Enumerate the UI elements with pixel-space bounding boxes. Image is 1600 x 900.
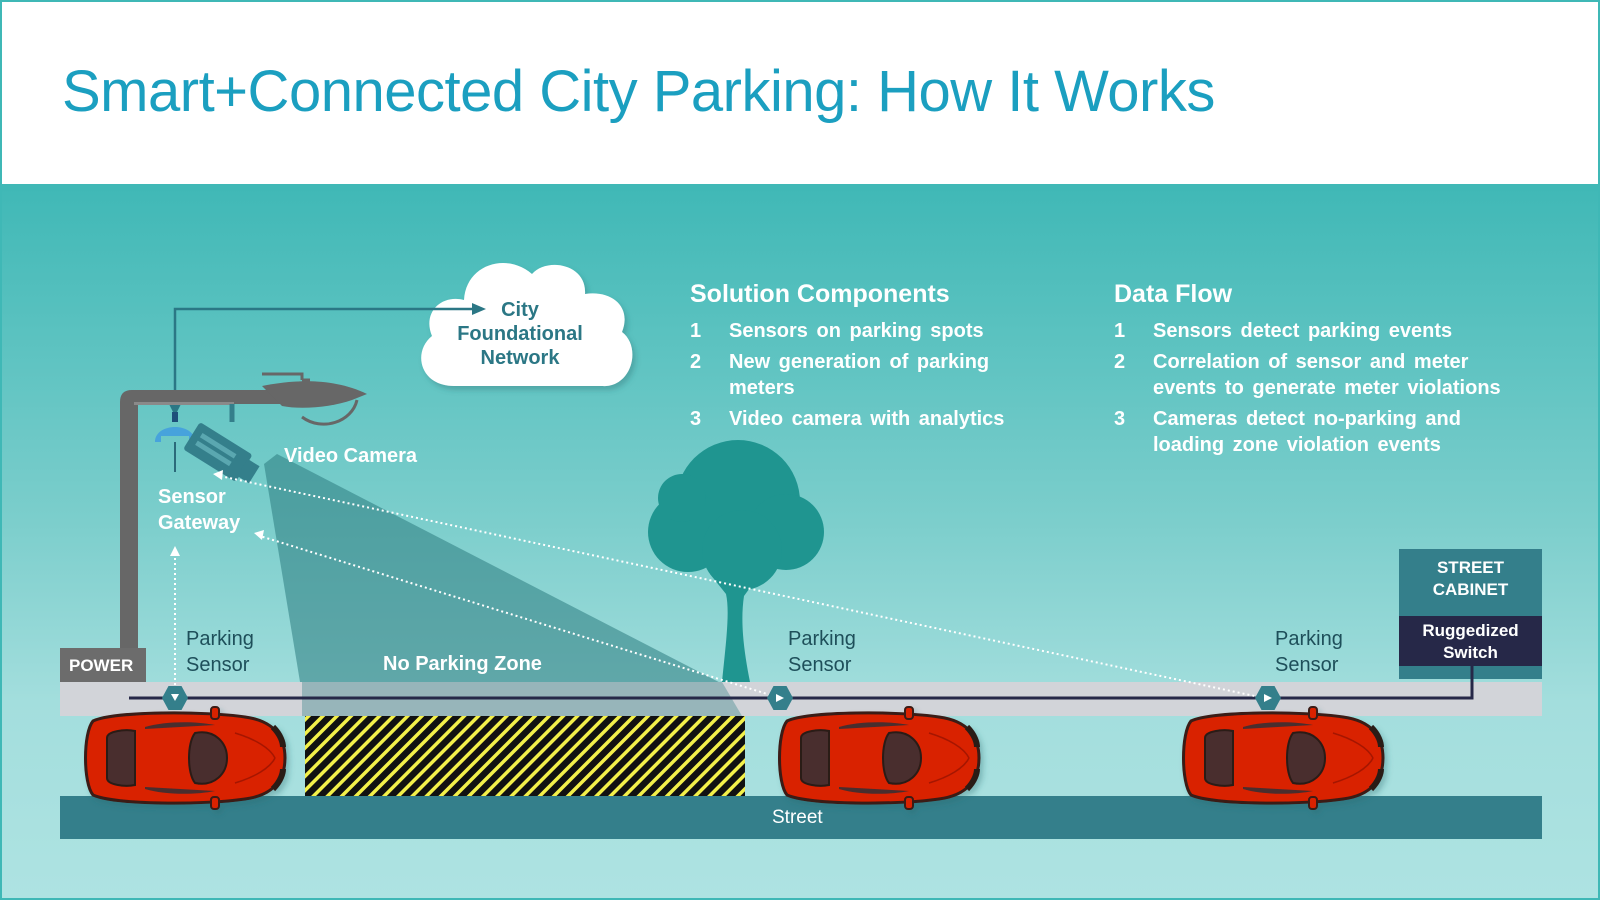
- list-item: 2 Correlation of sensor and meter events…: [1114, 349, 1501, 401]
- ruggedized-switch-label: Ruggedized Switch: [1399, 620, 1542, 664]
- arrow-to-gateway-2: [213, 470, 223, 480]
- cloud-label-line-2: Foundational: [457, 323, 583, 345]
- page-title: Smart+Connected City Parking: How It Wor…: [62, 59, 1215, 124]
- video-camera-label: Video Camera: [284, 445, 418, 467]
- car-1: [86, 707, 286, 809]
- street-light-pole: [120, 372, 367, 650]
- list-item-number: 2: [690, 351, 702, 373]
- gateway-arrowhead: [169, 404, 181, 416]
- parking-sensor-hex-1: [162, 686, 188, 710]
- arrow-to-gateway-1: [170, 546, 180, 556]
- list-item-text: Sensors detect parking events: [1153, 320, 1453, 342]
- list-item: 2 New generation of parking meters: [690, 349, 1004, 401]
- list-item-text: Video camera with analytics: [729, 408, 1005, 430]
- data-flow-arrows: [174, 475, 1265, 699]
- cloud-label: City Foundational Network: [440, 298, 600, 370]
- list-item-number: 3: [690, 408, 702, 430]
- parking-sensor-label-2-line-1: Parking: [788, 628, 856, 650]
- car-2: [780, 707, 980, 809]
- parking-sensor-label-2-line-2: Sensor: [788, 654, 852, 676]
- parking-sensor-label-1-line-2: Sensor: [186, 654, 250, 676]
- parking-sensor-label-1: Parking Sensor: [186, 626, 254, 678]
- parking-sensor-hex-3: [1255, 686, 1281, 710]
- parking-sensor-label-3-line-2: Sensor: [1275, 654, 1339, 676]
- ruggedized-switch-label-line-1: Ruggedized: [1422, 621, 1519, 640]
- sensor-gateway-label: Sensor Gateway: [158, 484, 240, 536]
- solution-components-heading: Solution Components: [690, 280, 950, 308]
- power-label: POWER: [69, 656, 134, 675]
- list-item-number: 2: [1114, 351, 1126, 373]
- sensor-gateway-label-line-2: Gateway: [158, 512, 241, 534]
- no-parking-zone-label: No Parking Zone: [383, 653, 542, 675]
- cloud-shape: [421, 262, 633, 387]
- solution-components-list: 1 Sensors on parking spots 2 New generat…: [690, 318, 1004, 437]
- cloud-label-line-1: City: [501, 299, 539, 321]
- sensor-gateway-label-line-1: Sensor: [158, 486, 226, 508]
- parking-sensor-hex-2: [767, 686, 793, 710]
- street-cabinet-label-line-2: CABINET: [1432, 580, 1509, 599]
- list-item: 3 Video camera with analytics: [690, 406, 1004, 432]
- camera-view-cone: [264, 454, 742, 694]
- parking-sensor-label-2: Parking Sensor: [788, 626, 856, 678]
- street-cabinet-label: STREET CABINET: [1399, 557, 1542, 601]
- ruggedized-switch-label-line-2: Switch: [1443, 643, 1498, 662]
- header: Smart+Connected City Parking: How It Wor…: [2, 2, 1598, 184]
- arrow-to-gateway-3: [254, 530, 264, 540]
- parking-sensor-label-3-line-1: Parking: [1275, 628, 1343, 650]
- street-cabinet-label-line-1: STREET: [1436, 558, 1505, 577]
- list-item: 1 Sensors on parking spots: [690, 318, 1004, 344]
- sensor-gateway-device: [155, 412, 195, 472]
- cloud-label-line-3: Network: [480, 347, 560, 369]
- sensor-network-line: [129, 666, 1474, 700]
- ruggedized-switch-box: [1399, 616, 1542, 666]
- parking-sensor-label-3: Parking Sensor: [1275, 626, 1343, 678]
- list-item: 3 Cameras detect no-parking and loading …: [1114, 406, 1501, 458]
- parking-sensor-label-1-line-1: Parking: [186, 628, 254, 650]
- list-item-number: 1: [690, 320, 702, 342]
- list-item-text: Cameras detect no-parking and loading zo…: [1153, 408, 1461, 456]
- street-label: Street: [772, 807, 823, 828]
- list-item-text: New generation of parking meters: [729, 351, 990, 399]
- network-link-line: [173, 307, 472, 414]
- tree: [648, 440, 824, 682]
- video-camera-device: [184, 404, 260, 484]
- power-box: [60, 648, 146, 682]
- data-flow-heading: Data Flow: [1114, 280, 1233, 308]
- data-flow-list: 1 Sensors detect parking events 2 Correl…: [1114, 318, 1501, 463]
- no-parking-zone-hatch: [305, 716, 745, 796]
- list-item-number: 3: [1114, 408, 1126, 430]
- list-item-number: 1: [1114, 320, 1126, 342]
- network-arrowhead: [472, 303, 486, 315]
- list-item-text: Correlation of sensor and meter events t…: [1153, 351, 1501, 399]
- car-3: [1184, 707, 1384, 809]
- list-item-text: Sensors on parking spots: [729, 320, 984, 342]
- list-item: 1 Sensors detect parking events: [1114, 318, 1501, 344]
